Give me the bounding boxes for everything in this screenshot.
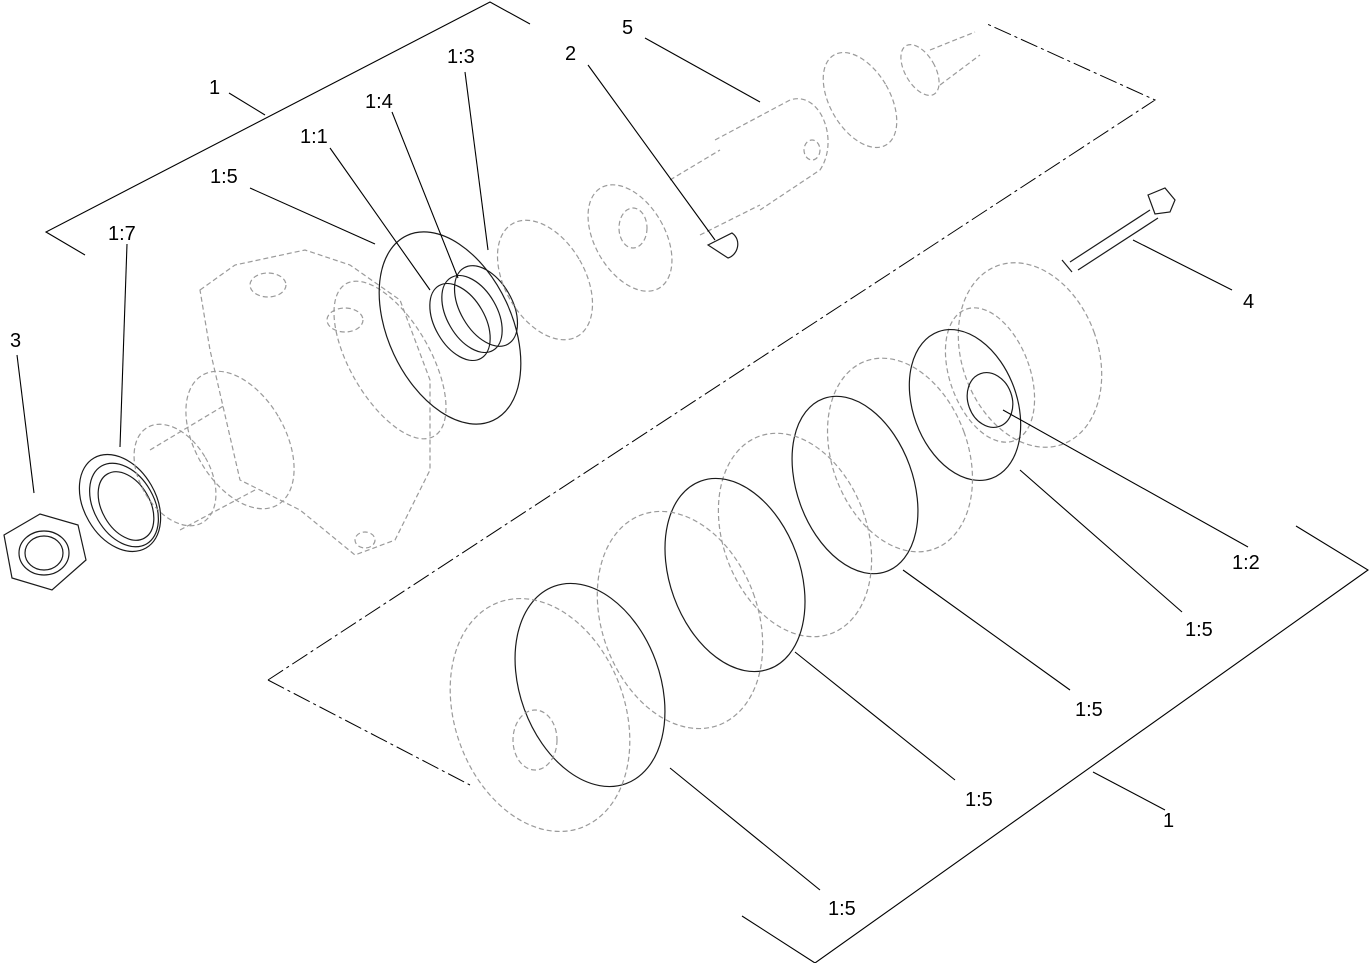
callout-1-5-top: 1:5 xyxy=(210,166,238,188)
o-ring-1-part xyxy=(908,328,1022,482)
top-group-bracket xyxy=(44,1,531,256)
leader-1-5-r4 xyxy=(669,767,821,891)
bottom-group-bracket xyxy=(741,525,1369,963)
leader-4 xyxy=(1132,239,1233,291)
o-ring-3-part xyxy=(664,477,806,673)
callout-1-5-r3: 1:5 xyxy=(965,789,993,811)
valve-plate-part xyxy=(717,432,873,638)
callout-1-3: 1:3 xyxy=(447,46,475,68)
leader-1-5-r1 xyxy=(1019,469,1183,613)
leader-2 xyxy=(587,64,716,241)
seal-1-2-part xyxy=(966,372,1014,428)
drive-gear-part xyxy=(822,31,981,149)
callout-1-5-r4: 1:5 xyxy=(828,898,856,920)
leader-1-top xyxy=(228,92,266,116)
leader-1-5-r2 xyxy=(902,569,1071,691)
drive-bearing-part xyxy=(496,184,673,341)
callout-1-7: 1:7 xyxy=(108,223,136,245)
shaft-group-enclosure-lower xyxy=(267,679,471,786)
leader-3 xyxy=(16,354,35,494)
shaft-rings-part xyxy=(429,265,519,362)
callout-1-1: 1:1 xyxy=(300,126,328,148)
o-ring-2-part xyxy=(791,395,919,575)
cover-plate-part xyxy=(449,597,631,833)
shaft-seal-part xyxy=(78,453,162,553)
o-ring-top-part xyxy=(378,231,522,425)
leader-1-2 xyxy=(1002,409,1249,548)
callout-3: 3 xyxy=(10,330,21,352)
drive-shaft-part xyxy=(669,98,829,236)
leader-1-4 xyxy=(391,111,459,279)
woodruff-key-part xyxy=(706,232,739,259)
leader-1-bottom xyxy=(1092,771,1166,811)
leader-1-3 xyxy=(464,71,489,251)
leader-1-5-top xyxy=(249,187,376,245)
rotor-part xyxy=(826,357,974,553)
leader-5 xyxy=(644,37,761,103)
callout-1-2: 1:2 xyxy=(1232,552,1260,574)
motor-housing-part xyxy=(133,249,447,556)
callout-1-bottom: 1 xyxy=(1163,810,1174,832)
leader-1-1 xyxy=(329,147,431,291)
callout-2: 2 xyxy=(565,43,576,65)
bolt-part xyxy=(1061,187,1176,273)
leader-1-7 xyxy=(119,243,128,448)
callout-4: 4 xyxy=(1243,291,1254,313)
end-cap-part xyxy=(944,262,1103,448)
callout-5: 5 xyxy=(622,17,633,39)
hex-nut-part xyxy=(3,513,87,591)
callout-1-4: 1:4 xyxy=(365,91,393,113)
callout-1-5-r2: 1:5 xyxy=(1075,699,1103,721)
shaft-group-enclosure xyxy=(267,22,1157,681)
leader-1-5-r3 xyxy=(794,651,956,781)
o-ring-4-part xyxy=(514,582,666,788)
callout-1-top: 1 xyxy=(209,77,220,99)
callout-1-5-r1: 1:5 xyxy=(1185,619,1213,641)
manifold-part xyxy=(596,510,764,730)
